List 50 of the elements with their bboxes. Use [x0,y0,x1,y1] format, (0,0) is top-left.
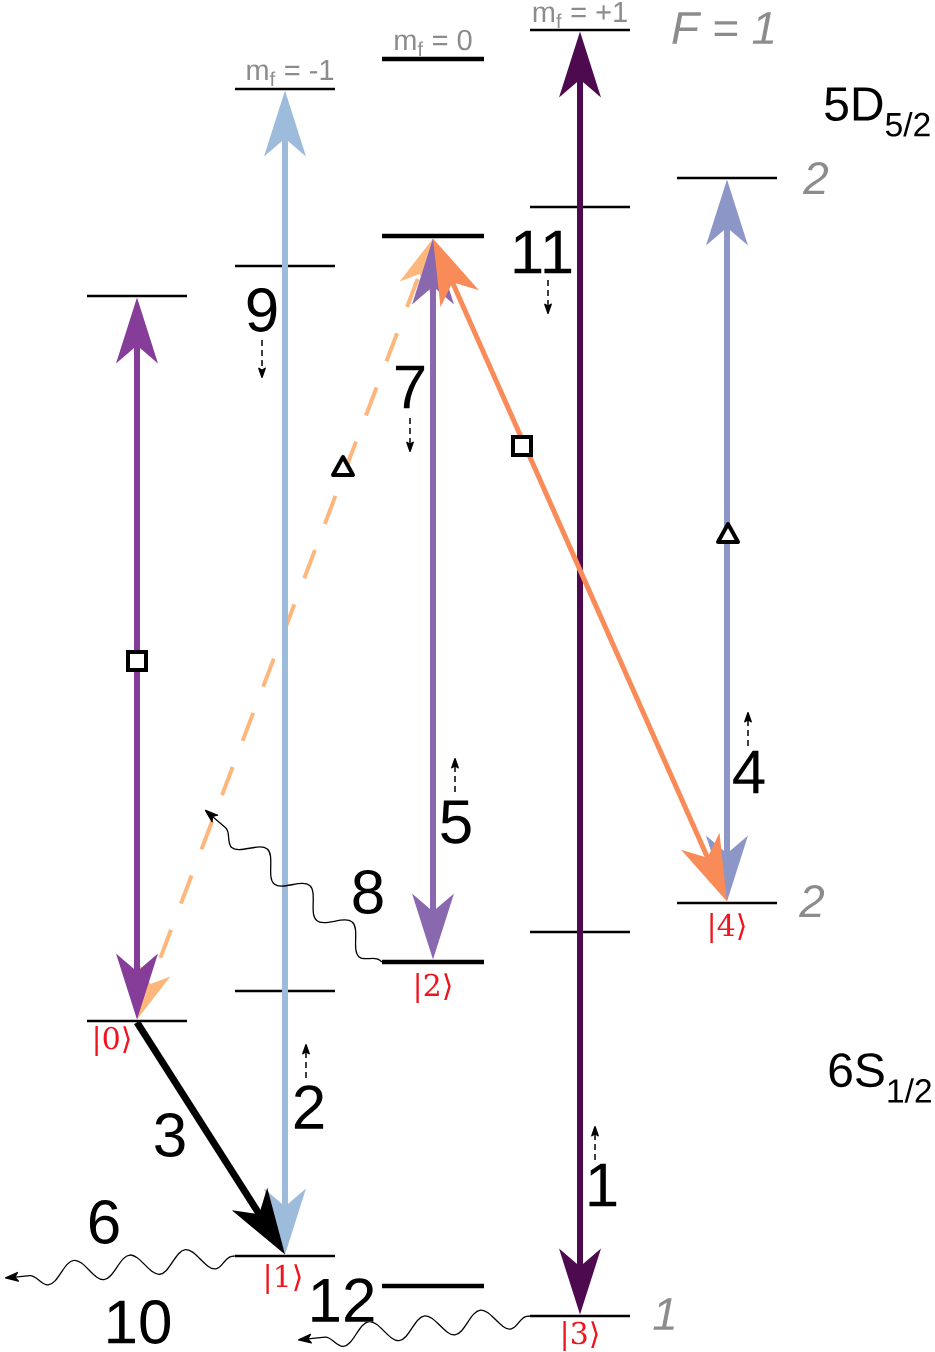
step-number: 6 [86,1200,122,1244]
level-label: 1 [653,1298,674,1330]
step-number: 2 [291,1085,327,1129]
transition-arrow [264,90,306,1255]
transition-arrow [134,1020,285,1255]
energy-level [382,233,484,239]
step-number: 11 [509,230,575,274]
energy-level [382,1283,484,1289]
energy-level [530,930,630,934]
term-label: 6S$_{1/2}$ [829,1053,931,1103]
level-label: m$_{f}$ = +1 [533,2,627,29]
energy-level [235,264,335,268]
level-label: 2 [798,884,825,918]
transition-arrow [433,238,727,902]
quantum-number-label: F = 1 [672,12,774,44]
energy-level [530,1314,630,1318]
level-label: 2 [802,161,829,195]
energy-level [677,901,777,905]
step-number: 10 [103,1300,173,1344]
energy-level [677,176,777,180]
energy-level [87,294,187,298]
step-number: 8 [350,870,386,914]
state-label: |3⟩ [563,1321,598,1351]
step-number: 1 [584,1163,620,1207]
wavy-arrow [5,1249,236,1286]
step-number: 9 [244,288,280,332]
state-label: |1⟩ [266,1264,301,1294]
state-label: |2⟩ [416,973,451,1003]
step-number: 7 [392,365,428,409]
energy-level [235,1254,335,1258]
energy-level [382,959,484,965]
step-number: 12 [307,1278,377,1322]
transition-arrow [116,297,158,1020]
state-label: |4⟩ [710,913,745,943]
level-label: m$_{f}$ = -1 [247,60,334,87]
step-number: 3 [152,1113,188,1157]
step-number: 4 [731,750,767,794]
energy-level [530,28,630,32]
term-label: 5D$_{5/2}$ [825,87,930,137]
energy-level [87,1019,187,1023]
wavy-arrow [298,1309,531,1347]
level-label: m$_{f}$ = 0 [395,29,472,57]
energy-level [235,87,335,91]
transition-arrow [559,31,601,1315]
energy-level [235,989,335,993]
wavy-arrow [204,809,383,963]
state-label: |0⟩ [95,1026,130,1056]
energy-level [530,205,630,209]
energy-level [382,56,484,62]
step-number: 5 [438,800,474,844]
